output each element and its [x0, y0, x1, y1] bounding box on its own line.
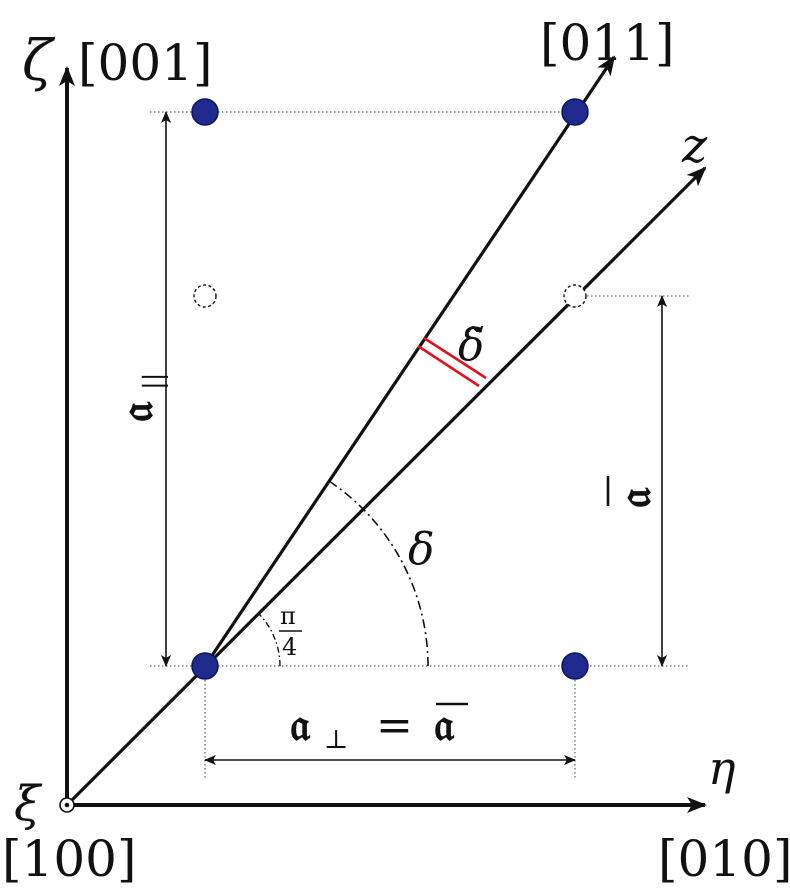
pi-over-4-arc: [257, 612, 281, 667]
a-bar-horizontal-symbol: 𝔞: [434, 697, 455, 751]
z-axis-line: [65, 166, 707, 807]
pi-label: π: [280, 602, 296, 630]
origin-marker: [59, 797, 75, 813]
a-parallel-subscript: ||: [139, 372, 169, 390]
delta-label: δ: [408, 524, 435, 575]
a-bar-vertical-symbol: 𝔞: [607, 487, 661, 508]
hollow-point-right: [563, 284, 587, 308]
z-axis-label: z: [681, 118, 708, 174]
delta-arc: [328, 480, 429, 667]
zeta-label: ζ: [22, 29, 56, 94]
xi-label: ξ: [14, 776, 43, 832]
lattice-point-bottom-right: [561, 652, 589, 680]
eta-label: η: [708, 741, 736, 795]
lattice-point-top-right: [561, 98, 589, 126]
guide-lines: [150, 111, 690, 778]
hollow-point-left: [193, 284, 217, 308]
delta-tilde-label: δ̃: [458, 320, 485, 371]
dir-001-label: [001]: [78, 34, 212, 92]
lattice-point-top-left: [191, 98, 219, 126]
a-parallel-label: 𝔞 ||: [109, 372, 169, 422]
lattice-points: [191, 98, 589, 680]
pi-over-4-label: π 4: [279, 602, 302, 661]
delta-tilde-marker: [417, 336, 487, 388]
a-perp-equation: 𝔞 ⊥ = 𝔞: [290, 697, 468, 755]
four-label: 4: [282, 633, 297, 661]
lattice-point-bottom-left: [191, 652, 219, 680]
dir-011-label: [011]: [540, 14, 674, 72]
a-parallel-symbol: 𝔞: [109, 401, 163, 422]
equals-sign: =: [376, 700, 413, 751]
a-perp-symbol: 𝔞: [290, 697, 311, 751]
dir-100-label: [100]: [2, 830, 136, 888]
dir-011-line: [203, 55, 616, 667]
a-bar-vertical-label: 𝔞: [606, 476, 661, 508]
dir-010-label: [010]: [658, 830, 790, 888]
perp-subscript: ⊥: [324, 725, 348, 755]
